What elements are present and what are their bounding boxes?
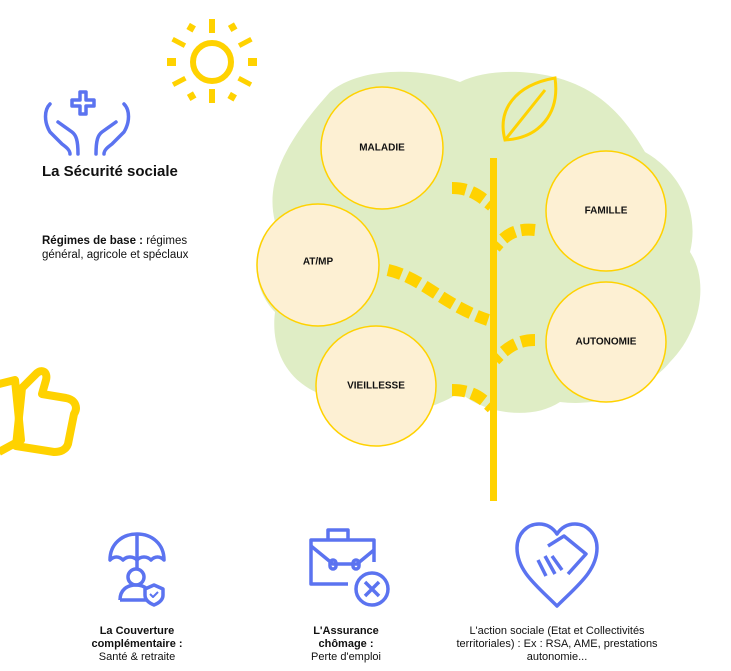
- hands-cross-icon: [43, 90, 131, 156]
- branch-label-atmp: AT/MP: [302, 256, 334, 268]
- caption-assurance-chomage: L'Assurance chômage : Perte d'emploi: [296, 625, 396, 664]
- branch-circle-maladie: [320, 86, 444, 210]
- caption-title: La Couverture complémentaire :: [91, 625, 183, 650]
- umbrella-person-icon: [108, 532, 166, 607]
- caption-text: Santé & retraite: [98, 651, 176, 663]
- branch-circle-atmp: [256, 203, 380, 327]
- caption-action-sociale: L'action sociale (Etat et Collectivités …: [447, 625, 667, 664]
- caption-text: Perte d'emploi: [311, 651, 381, 663]
- thumbs-up-icon: [0, 367, 80, 456]
- sun-icon: [167, 19, 257, 103]
- branch-circle-autonomie: [545, 281, 667, 403]
- briefcase-cross-icon: [309, 528, 390, 607]
- caption-text: L'action sociale (Etat et Collectivités …: [456, 625, 658, 663]
- branches: [386, 182, 536, 413]
- page-title: La Sécurité sociale: [42, 163, 178, 180]
- branch-label-famille: FAMILLE: [584, 205, 628, 217]
- regimes-text: régimes général, agricole et spéclaux: [42, 235, 189, 261]
- branch-label-autonomie: AUTONOMIE: [575, 336, 637, 348]
- branch-label-vieillesse: VIEILLESSE: [347, 380, 405, 392]
- caption-title: L'Assurance chômage :: [313, 625, 379, 650]
- branch-circle-famille: [545, 150, 667, 272]
- regimes-label: Régimes de base :: [42, 235, 143, 247]
- tree-trunk: [490, 158, 497, 501]
- regimes-description: Régimes de base : régimes général, agric…: [42, 234, 222, 262]
- heart-handshake-icon: [515, 522, 599, 608]
- caption-couverture: La Couverture complémentaire : Santé & r…: [72, 625, 202, 664]
- leaf-icon: [501, 76, 558, 142]
- branch-circle-vieillesse: [315, 325, 437, 447]
- branch-label-maladie: MALADIE: [359, 142, 405, 154]
